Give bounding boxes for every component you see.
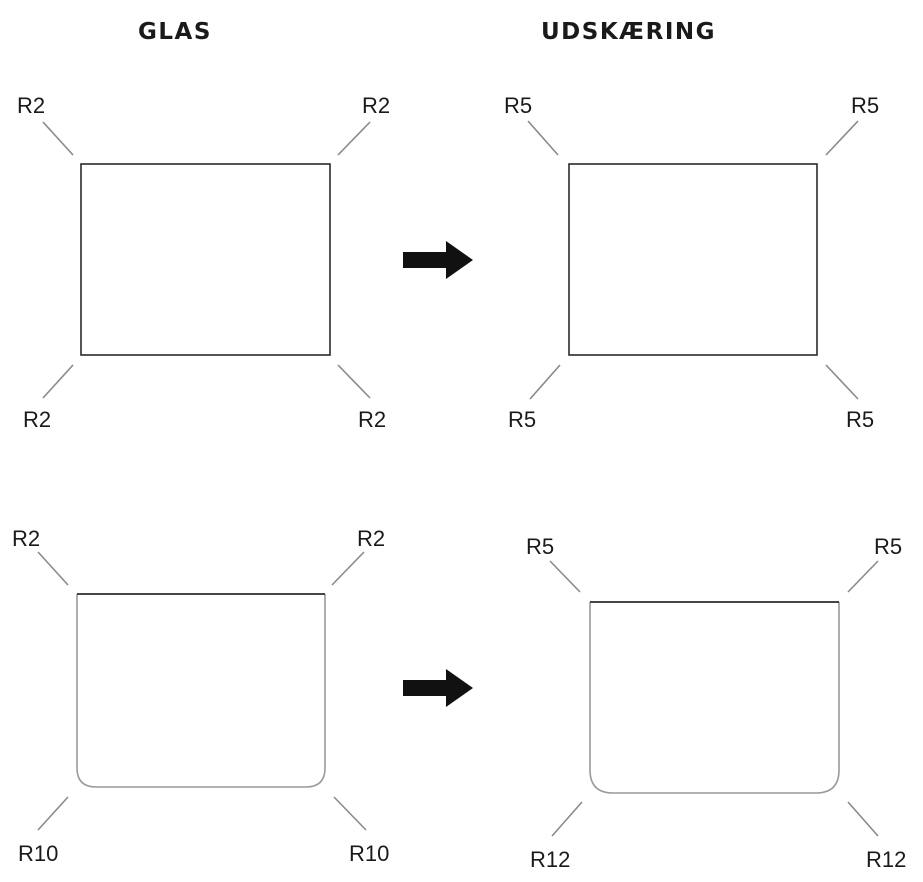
leader-cutout-top-bl xyxy=(529,364,561,400)
heading-cutout: UDSKÆRING xyxy=(541,19,716,45)
label-glass-bottom-tr: R2 xyxy=(357,526,385,551)
leader-cutout-top-br xyxy=(825,364,859,400)
leader-glass-top-tr xyxy=(337,121,371,156)
label-glass-top-tr: R2 xyxy=(362,93,390,118)
heading-glass: GLAS xyxy=(138,19,212,45)
leader-cutout-top-tr xyxy=(825,120,859,156)
leader-glass-top-tl xyxy=(42,121,74,156)
glass-top-outline xyxy=(80,163,331,356)
leader-glass-bottom-bl xyxy=(37,796,69,831)
label-cutout-top-tl: R5 xyxy=(504,93,532,118)
label-cutout-top-tr: R5 xyxy=(851,93,879,118)
leader-glass-bottom-tr xyxy=(331,551,365,586)
arrow-right-icon xyxy=(403,241,473,279)
leader-cutout-bottom-tr xyxy=(847,560,879,593)
leader-glass-bottom-br xyxy=(333,796,367,831)
label-cutout-bottom-tr: R5 xyxy=(874,534,902,559)
panel-cutout-top: R5 R5 R5 R5 xyxy=(504,93,879,432)
glass-bottom-outline xyxy=(76,594,326,788)
leader-glass-bottom-tl xyxy=(37,551,69,586)
cutout-bottom-outline xyxy=(589,602,840,794)
panel-glass-top: R2 R2 R2 R2 xyxy=(17,93,390,432)
label-glass-top-br: R2 xyxy=(358,407,386,432)
label-glass-bottom-tl: R2 xyxy=(12,526,40,551)
leader-cutout-bottom-tl xyxy=(549,560,581,593)
arrow-right-icon xyxy=(403,669,473,707)
label-cutout-top-br: R5 xyxy=(846,407,874,432)
leader-glass-top-br xyxy=(337,364,371,399)
leader-cutout-bottom-bl xyxy=(551,801,583,837)
label-cutout-bottom-bl: R12 xyxy=(530,847,570,872)
label-glass-bottom-bl: R10 xyxy=(18,841,58,866)
label-cutout-top-bl: R5 xyxy=(508,407,536,432)
label-cutout-bottom-tl: R5 xyxy=(526,534,554,559)
leader-cutout-bottom-br xyxy=(847,801,879,837)
panel-cutout-bottom: R5 R5 R12 R12 xyxy=(526,534,906,872)
leader-cutout-top-tl xyxy=(527,120,559,156)
label-glass-top-tl: R2 xyxy=(17,93,45,118)
label-cutout-bottom-br: R12 xyxy=(866,847,906,872)
label-glass-bottom-br: R10 xyxy=(349,841,389,866)
cutout-top-outline xyxy=(568,163,818,356)
panel-glass-bottom: R2 R2 R10 R10 xyxy=(12,526,389,866)
leader-glass-top-bl xyxy=(42,364,74,399)
label-glass-top-bl: R2 xyxy=(23,407,51,432)
